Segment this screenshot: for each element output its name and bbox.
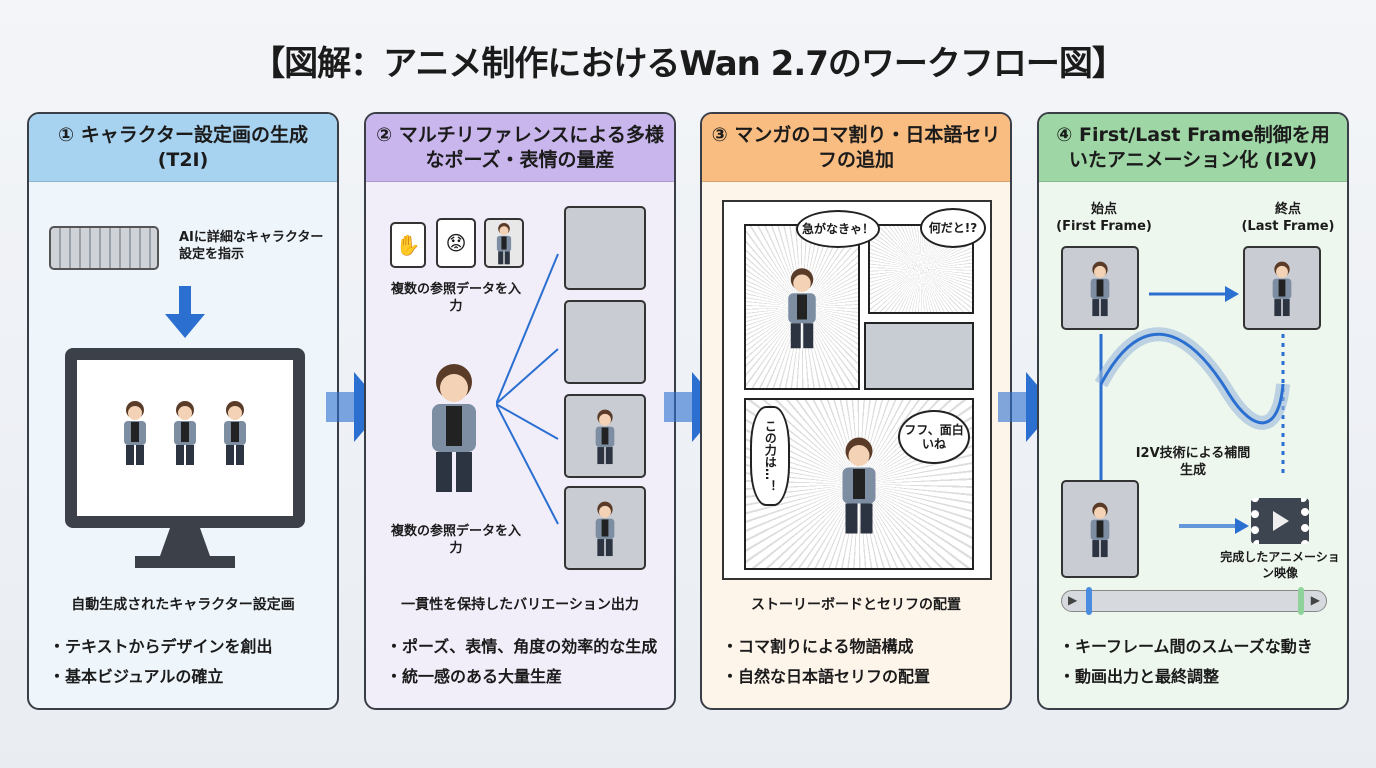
speech-bubble: この力は…！ [750, 406, 790, 506]
last-frame-label: 終点 [1274, 202, 1301, 217]
bullet: ・自然な日本語セリフの配置 [722, 667, 931, 686]
speech-bubble: 急がなきゃ！ [796, 210, 880, 248]
panel-frame [744, 224, 860, 390]
hand-reference-icon: ✋ [390, 222, 426, 268]
first-frame-label: 始点 [1090, 202, 1117, 217]
panel-title: ③ マンガのコマ割り・日本語セリフの追加 [702, 114, 1010, 182]
last-frame-image [1243, 246, 1321, 330]
panel-multireference: ② マルチリファレンスによる多様なポーズ・表情の量産 ✋ 😟 複数の参照データを… [364, 112, 676, 710]
variation-angry [564, 300, 646, 384]
caption: ストーリーボードとセリフの配置 [751, 597, 961, 613]
page-title: 【図解：アニメ制作におけるWan 2.7のワークフロー図】 [251, 44, 1126, 84]
down-arrow-icon [165, 286, 205, 338]
panel-manga: ③ マンガのコマ割り・日本語セリフの追加 急がなきゃ！ 何だと!? この力は…！… [700, 112, 1012, 710]
video-play-icon [1251, 498, 1309, 544]
monitor-icon [65, 348, 305, 528]
monitor-stand [135, 528, 235, 568]
start-keyframe-handle[interactable] [1086, 587, 1092, 615]
manga-page: 急がなきゃ！ 何だと!? この力は…！ フフ、面白いね [722, 200, 992, 580]
bullet: ・コマ割りによる物語構成 [722, 637, 914, 656]
panel-title: ④ First/Last Frame制御を用いたアニメーション化 (I2V) [1039, 114, 1347, 182]
timeline-scrubber[interactable]: ▶ ▶ [1061, 587, 1327, 615]
caption: 一貫性を保持したバリエーション出力 [401, 597, 639, 613]
prompt-text: AIに詳細なキャラクター設定を指示 [179, 230, 324, 262]
last-frame-sublabel: (Last Frame) [1241, 218, 1335, 234]
interpolation-diagram [1094, 286, 1290, 534]
output-label: 完成したアニメーション映像 [1220, 550, 1340, 580]
first-frame-image [1061, 246, 1139, 330]
bullet: ・統一感のある大量生産 [386, 667, 563, 686]
intermediate-frame-image [1061, 480, 1139, 578]
interpolation-label: I2V技術による補間生成 [1135, 446, 1251, 478]
reference-label: 複数の参照データを入力 [390, 282, 521, 314]
bullet: ・キーフレーム間のスムーズな動き [1059, 637, 1313, 656]
variation-sword [564, 486, 646, 570]
variation-run [564, 394, 646, 478]
character-figure [432, 364, 476, 492]
reference-label-2: 複数の参照データを入力 [390, 524, 521, 556]
keyboard-icon [49, 226, 159, 270]
caption: 自動生成されたキャラクター設定画 [71, 597, 295, 613]
panel-title: ② マルチリファレンスによる多様なポーズ・表情の量産 [366, 114, 674, 182]
panel-i2v: ④ First/Last Frame制御を用いたアニメーション化 (I2V) 始… [1037, 112, 1349, 710]
variation-smile [564, 206, 646, 290]
character-sheet [77, 360, 293, 516]
bullet: ・テキストからデザインを創出 [49, 637, 273, 656]
character-reference-icon [484, 218, 524, 268]
end-keyframe-handle[interactable] [1298, 587, 1304, 615]
face-reference-icon: 😟 [436, 218, 476, 268]
first-frame-sublabel: (First Frame) [1056, 218, 1152, 234]
speech-bubble: 何だと!? [920, 208, 986, 248]
bullet: ・基本ビジュアルの確立 [49, 667, 224, 686]
branch-arrows [496, 253, 559, 525]
bullet: ・ポーズ、表情、角度の効率的な生成 [386, 637, 658, 656]
speech-bubble: フフ、面白いね [898, 410, 970, 464]
panel-t2i: ① キャラクター設定画の生成 (T2I) AIに詳細なキャラクター設定を指示 自… [27, 112, 339, 710]
bullet: ・動画出力と最終調整 [1059, 667, 1220, 686]
panel-frame-empty [864, 322, 974, 390]
panel-title: ① キャラクター設定画の生成 (T2I) [29, 114, 337, 182]
